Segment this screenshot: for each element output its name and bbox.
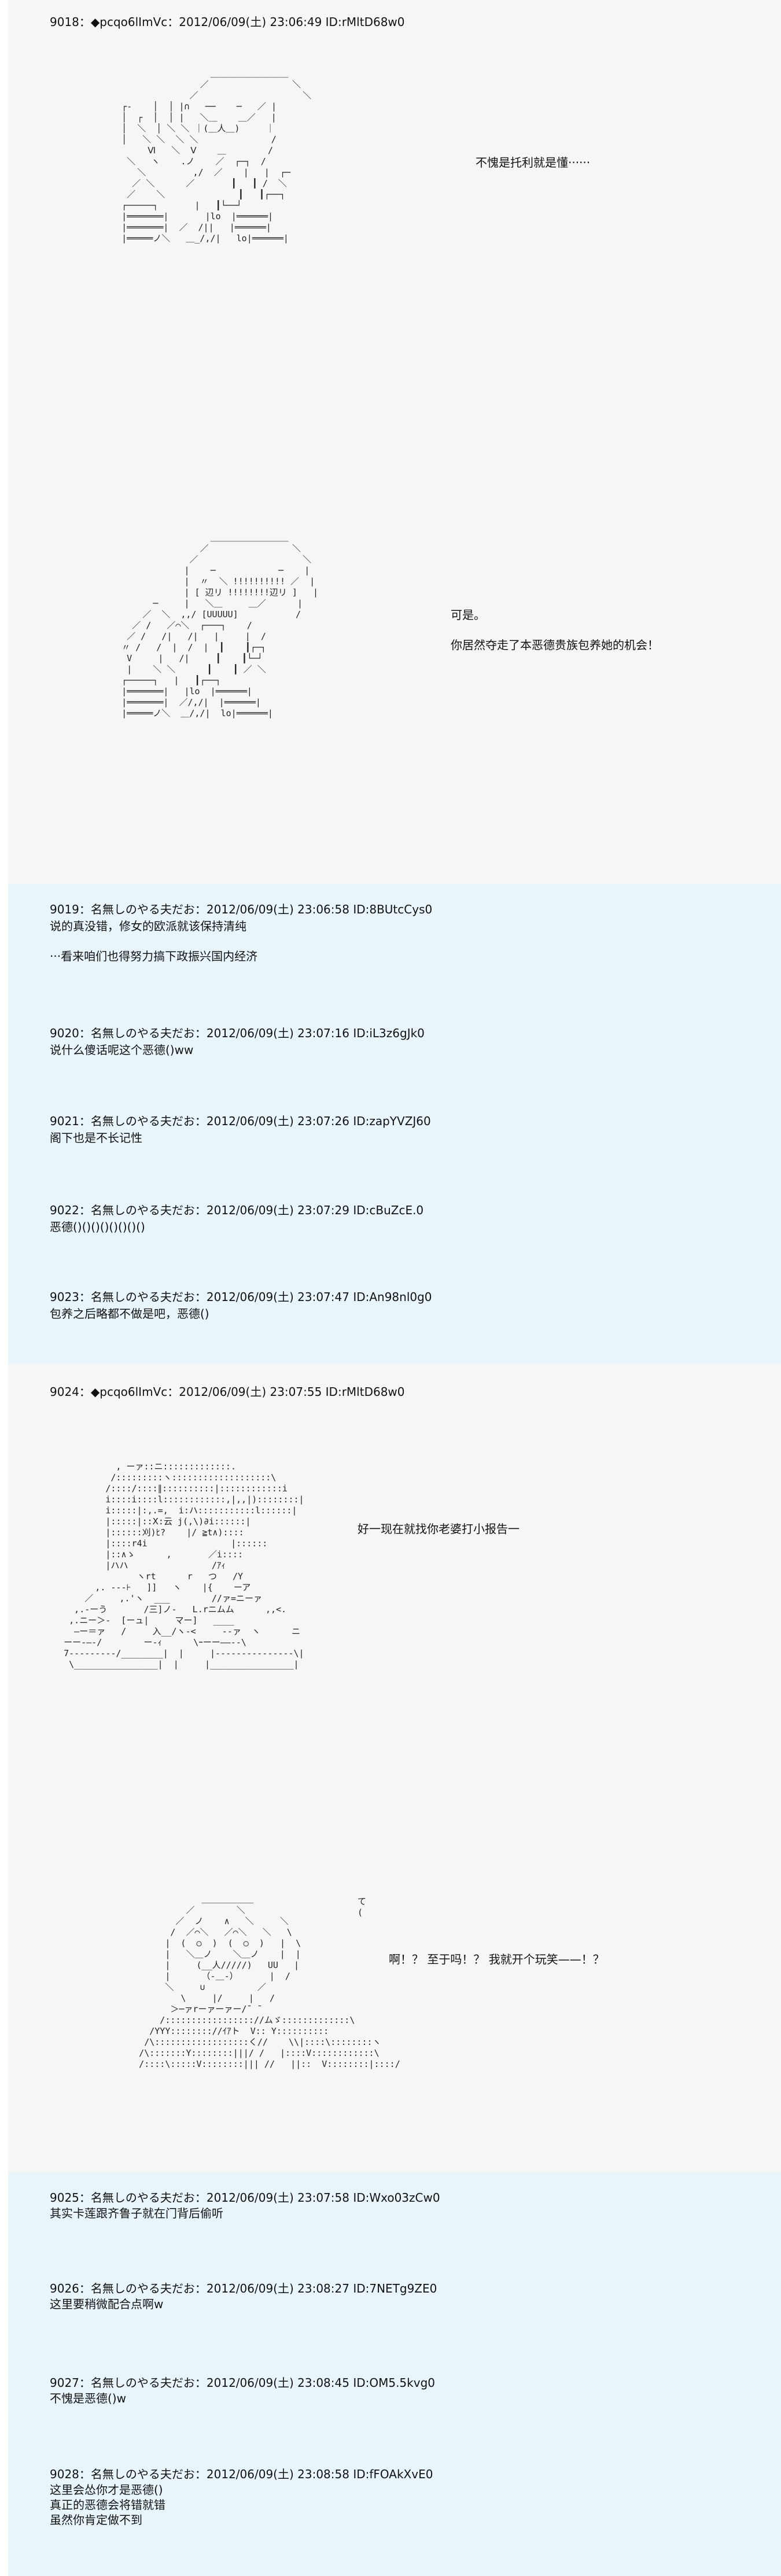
post-header: 9022：名無しのやる夫だお：2012/06/09(土) 23:07:29 ID… xyxy=(50,1203,424,1217)
post-header: 9027：名無しのやる夫だお：2012/06/09(土) 23:08:45 ID… xyxy=(50,2376,435,2390)
post-header: 9019：名無しのやる夫だお：2012/06/09(土) 23:06:58 ID… xyxy=(50,902,433,916)
reply-post: 9027：名無しのやる夫だお：2012/06/09(土) 23:08:45 ID… xyxy=(8,2358,781,2451)
reply-post: 9026：名無しのやる夫だお：2012/06/09(土) 23:08:27 ID… xyxy=(8,2265,781,2358)
post-header: 9021：名無しのやる夫だお：2012/06/09(土) 23:07:26 ID… xyxy=(50,1114,431,1128)
post-header: 9023：名無しのやる夫だお：2012/06/09(土) 23:07:47 ID… xyxy=(50,1290,432,1304)
author-post: 9024：◆pcqo6lImVc：2012/06/09(土) 23:07:55 … xyxy=(8,1364,781,2172)
post-body: 这里会怂你才是恶德() 真正的恶德会将错就错 虽然你肯定做不到 xyxy=(50,2483,165,2527)
post-body: 其实卡莲跟齐鲁子就在门背后偷听 xyxy=(50,2206,223,2220)
reply-post: 9020：名無しのやる夫だお：2012/06/09(土) 23:07:16 ID… xyxy=(8,1012,781,1099)
post-header: 9026：名無しのやる夫だお：2012/06/09(土) 23:08:27 ID… xyxy=(50,2282,437,2295)
ascii-art: ＿＿＿＿＿＿＿＿＿ ／ ＼ ／ ＼ ┌‐ │ │ |∩ ── ─ ／ | │ ┌… xyxy=(121,68,312,244)
speech-text: 可是。 你居然夺走了本恶德贵族包养她的机会！ xyxy=(451,608,659,652)
post-header: 9025：名無しのやる夫だお：2012/06/09(土) 23:07:58 ID… xyxy=(50,2191,440,2205)
ascii-art: , ーァ::ニ:::::::::::::. /:::::::::ヽ:::::::… xyxy=(64,1461,304,1670)
reply-post: 9025：名無しのやる夫だお：2012/06/09(土) 23:07:58 ID… xyxy=(8,2172,781,2265)
ascii-art: ＿＿＿＿＿＿ ／ ＼ ／ ノ ∧ ＼ ＼ / ／⌒＼ ／⌒＼ ＼ \ | ( ○… xyxy=(139,1894,400,2069)
speech-text: 好一现在就找你老婆打小报告一 xyxy=(358,1522,520,1536)
post-body: 恶德()()()()()()()() xyxy=(50,1220,145,1234)
post-header: 9020：名無しのやる夫だお：2012/06/09(土) 23:07:16 ID… xyxy=(50,1026,425,1040)
ascii-art: ＿＿＿＿＿＿＿＿＿ ／ ＼ ／ ＼ | ─ ─ | | 〃 ＼ !!!!!!!!… xyxy=(121,532,319,718)
post-header: 9018：◆pcqo6lImVc：2012/06/09(土) 23:06:49 … xyxy=(50,15,405,29)
post-header: 9024：◆pcqo6lImVc：2012/06/09(土) 23:07:55 … xyxy=(50,1385,405,1399)
post-body: 不愧是恶德()w xyxy=(50,2391,126,2405)
speech-text: 不愧是托利就是懂······ xyxy=(476,156,591,169)
post-body: 包养之后略都不做是吧，恶德() xyxy=(50,1307,209,1321)
post-body: 说的真没错，修女的欧派就该保持清纯 ···看来咱们也得努力搞下政振兴国内经济 xyxy=(50,919,258,963)
post-header: 9028：名無しのやる夫だお：2012/06/09(土) 23:08:58 ID… xyxy=(50,2467,433,2481)
author-post: 9018：◆pcqo6lImVc：2012/06/09(土) 23:06:49 … xyxy=(8,0,781,884)
reply-post: 9023：名無しのやる夫だお：2012/06/09(土) 23:07:47 ID… xyxy=(8,1274,781,1364)
post-body: 阁下也是不长记性 xyxy=(50,1131,142,1145)
sound-mark: て ( xyxy=(358,1896,367,1918)
post-body: 这里要稍微配合点啊w xyxy=(50,2297,164,2311)
reply-post: 9021：名無しのやる夫だお：2012/06/09(土) 23:07:26 ID… xyxy=(8,1099,781,1187)
reply-post: 9028：名無しのやる夫だお：2012/06/09(土) 23:08:58 ID… xyxy=(8,2451,781,2576)
reply-post: 9022：名無しのやる夫だお：2012/06/09(土) 23:07:29 ID… xyxy=(8,1187,781,1274)
post-body: 说什么傻话呢这个恶德()ww xyxy=(50,1043,194,1057)
speech-text: 啊！？ 至于吗！？ 我就开个玩笑——！？ xyxy=(389,1952,605,1966)
reply-post: 9019：名無しのやる夫だお：2012/06/09(土) 23:06:58 ID… xyxy=(8,884,781,1012)
